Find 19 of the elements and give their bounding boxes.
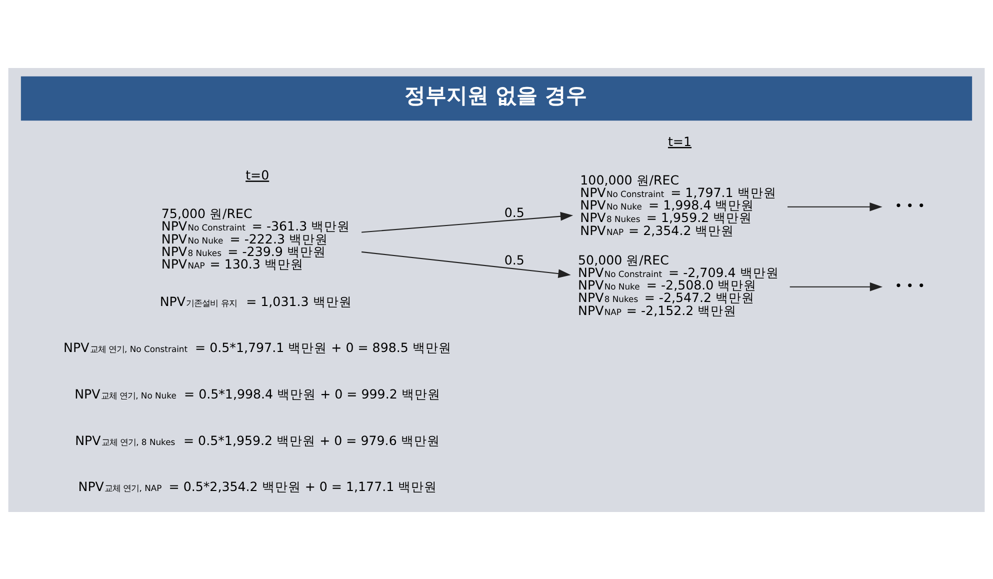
label: NPV교체 연기, No Constraint = 0.5*1,797.1 백만원 + 0 = 898.5 백만원 — [64, 340, 452, 355]
node-text: 75,000 원/REC NPVNo Constraint = -361.3 백만원 NPVNo Nuke = -222.3 백만원 NPV8 Nukes = -239.9 백만원 NPVNAP = 130.3 백만원 — [161, 206, 350, 272]
arrow — [790, 282, 883, 291]
node-text: 50,000 원/REC NPVNo Constraint = -2,709.4 백만원 NPVNo Nuke = -2,508.0 백만원 NPV8 Nukes = -2,547.2 백만원 NPVNAP = -2,152.2 백만원 — [578, 252, 779, 318]
label: NPV기존설비 유지 = 1,031.3 백만원 — [160, 293, 352, 308]
label: t=1 — [668, 133, 692, 148]
label: NPV교체 연기, NAP = 0.5*2,354.2 백만원 + 0 = 1,177.1 백만원 — [78, 478, 438, 494]
arrow — [362, 250, 571, 278]
diagram-title: 정부지원 없을 경우 — [404, 82, 588, 108]
node-text: 100,000 원/REC NPVNo Constraint = 1,797.1 백만원 NPVNo Nuke = 1,998.4 백만원 NPV8 Nukes = 1,959.2 백만원 NPVNAP = 2,354.2 백만원 — [580, 172, 776, 238]
label: NPV교체 연기, 8 Nukes = 0.5*1,959.2 백만원 + 0 = 979.6 백만원 — [75, 432, 440, 448]
node-text: • • • — [894, 198, 926, 213]
arrow — [362, 211, 574, 232]
node-text: • • • — [894, 278, 926, 293]
label: NPV교체 연기, No Nuke = 0.5*1,998.4 백만원 + 0 = 999.2 백만원 — [74, 386, 440, 401]
label: t=0 — [246, 167, 270, 182]
arrow — [788, 202, 882, 211]
edge-label: 0.5 — [504, 252, 524, 267]
edge-label: 0.5 — [504, 204, 524, 220]
